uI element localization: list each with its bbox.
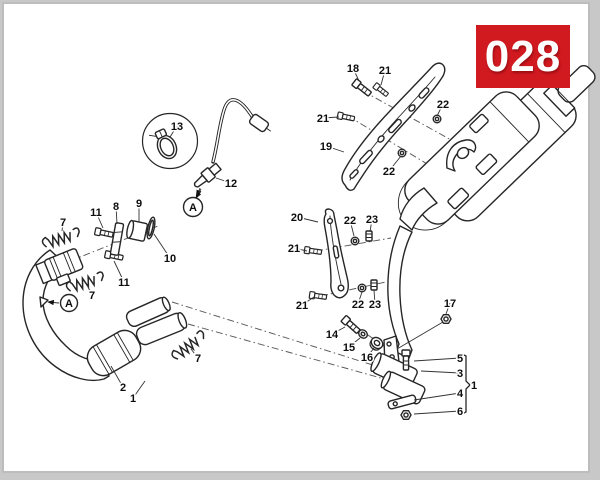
rubber-mount-group [340, 314, 384, 351]
part-callout: 22 [352, 299, 364, 311]
part-callout: 21 [288, 243, 300, 255]
part-callout: 18 [347, 63, 359, 75]
leader-line-layer [47, 67, 471, 415]
catalog-table-number-badge: 028 [476, 25, 570, 88]
part-callout: 9 [136, 198, 142, 210]
part-callout: 21 [296, 300, 308, 312]
view-marker-letter: A [189, 202, 197, 214]
part-callout: 4 [457, 388, 464, 400]
part-callout: 10 [164, 253, 176, 265]
part-callout: 2 [120, 382, 126, 394]
part-callout: 3 [457, 368, 463, 380]
front-header-assembly [22, 248, 188, 382]
part-callout: 16 [361, 352, 373, 364]
part-callout: 19 [320, 141, 332, 153]
part-callout: 11 [90, 207, 102, 219]
view-marker-circle [59, 293, 79, 313]
part-callout: 7 [89, 290, 95, 302]
part-callout: 6 [457, 406, 463, 418]
part-callout: 21 [317, 113, 329, 125]
part-callout: 22 [437, 99, 449, 111]
part-callout: 15 [343, 342, 355, 354]
part-callout: 20 [291, 212, 303, 224]
part-callout: 22 [383, 166, 395, 178]
part-callout: 21 [379, 65, 391, 77]
part-callout: 22 [344, 215, 356, 227]
part-callout: 23 [369, 299, 381, 311]
part-callout: 11 [118, 277, 130, 289]
part-callout: 12 [225, 178, 237, 190]
part-callout: 5 [457, 353, 463, 365]
part-callout: 17 [444, 298, 456, 310]
part-callout: 14 [326, 329, 339, 341]
part-callout: 1 [130, 393, 136, 405]
view-marker-letter: A [65, 298, 73, 310]
view-marker-circle [182, 196, 204, 218]
assembly-group-bracket [461, 353, 471, 415]
part-callout: 13 [171, 121, 183, 133]
mount-hardware-group [93, 216, 156, 263]
muffler-assembly [397, 65, 596, 231]
muffler-saddle-bracket [446, 139, 477, 172]
part-callout: 7 [60, 217, 66, 229]
part-callout: 23 [366, 214, 378, 226]
assembly-group-label: 1 [471, 380, 477, 392]
heat-shield [341, 62, 446, 192]
hanger-bracket [303, 208, 378, 302]
downpipe-link-pipe [370, 187, 452, 420]
clamp-detail-circle [141, 112, 199, 170]
part-callout: 7 [195, 353, 201, 365]
pipe-index-tab [39, 296, 49, 308]
part-callout: 8 [113, 201, 119, 213]
